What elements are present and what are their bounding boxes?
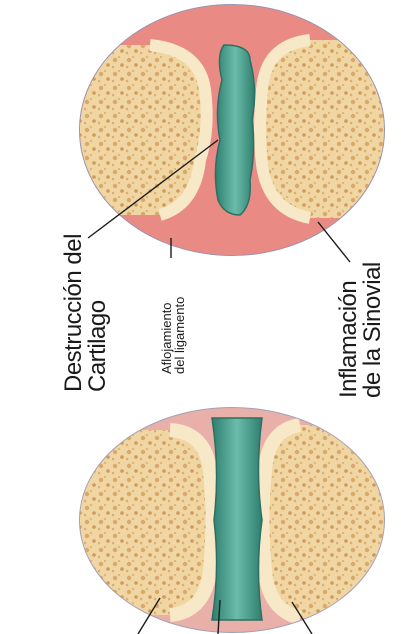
label-inflamacion-sinovial: Inflamación de la Sinovial xyxy=(337,262,385,398)
synovial-fluid-healthy xyxy=(212,418,262,620)
left-bone xyxy=(40,45,207,215)
label-destruccion-cartilago: Destrucción del Cartilago xyxy=(62,234,110,392)
synovial-fluid xyxy=(215,45,254,215)
leader-synovial xyxy=(318,222,350,262)
right-bone xyxy=(260,40,401,218)
right-bone-healthy xyxy=(263,425,401,618)
label-aflojamiento-ligamento: Aflojamiento del ligamento xyxy=(160,297,186,374)
healthy-joint xyxy=(40,400,401,634)
inflamed-joint xyxy=(40,0,401,270)
left-bone-healthy xyxy=(40,430,213,615)
